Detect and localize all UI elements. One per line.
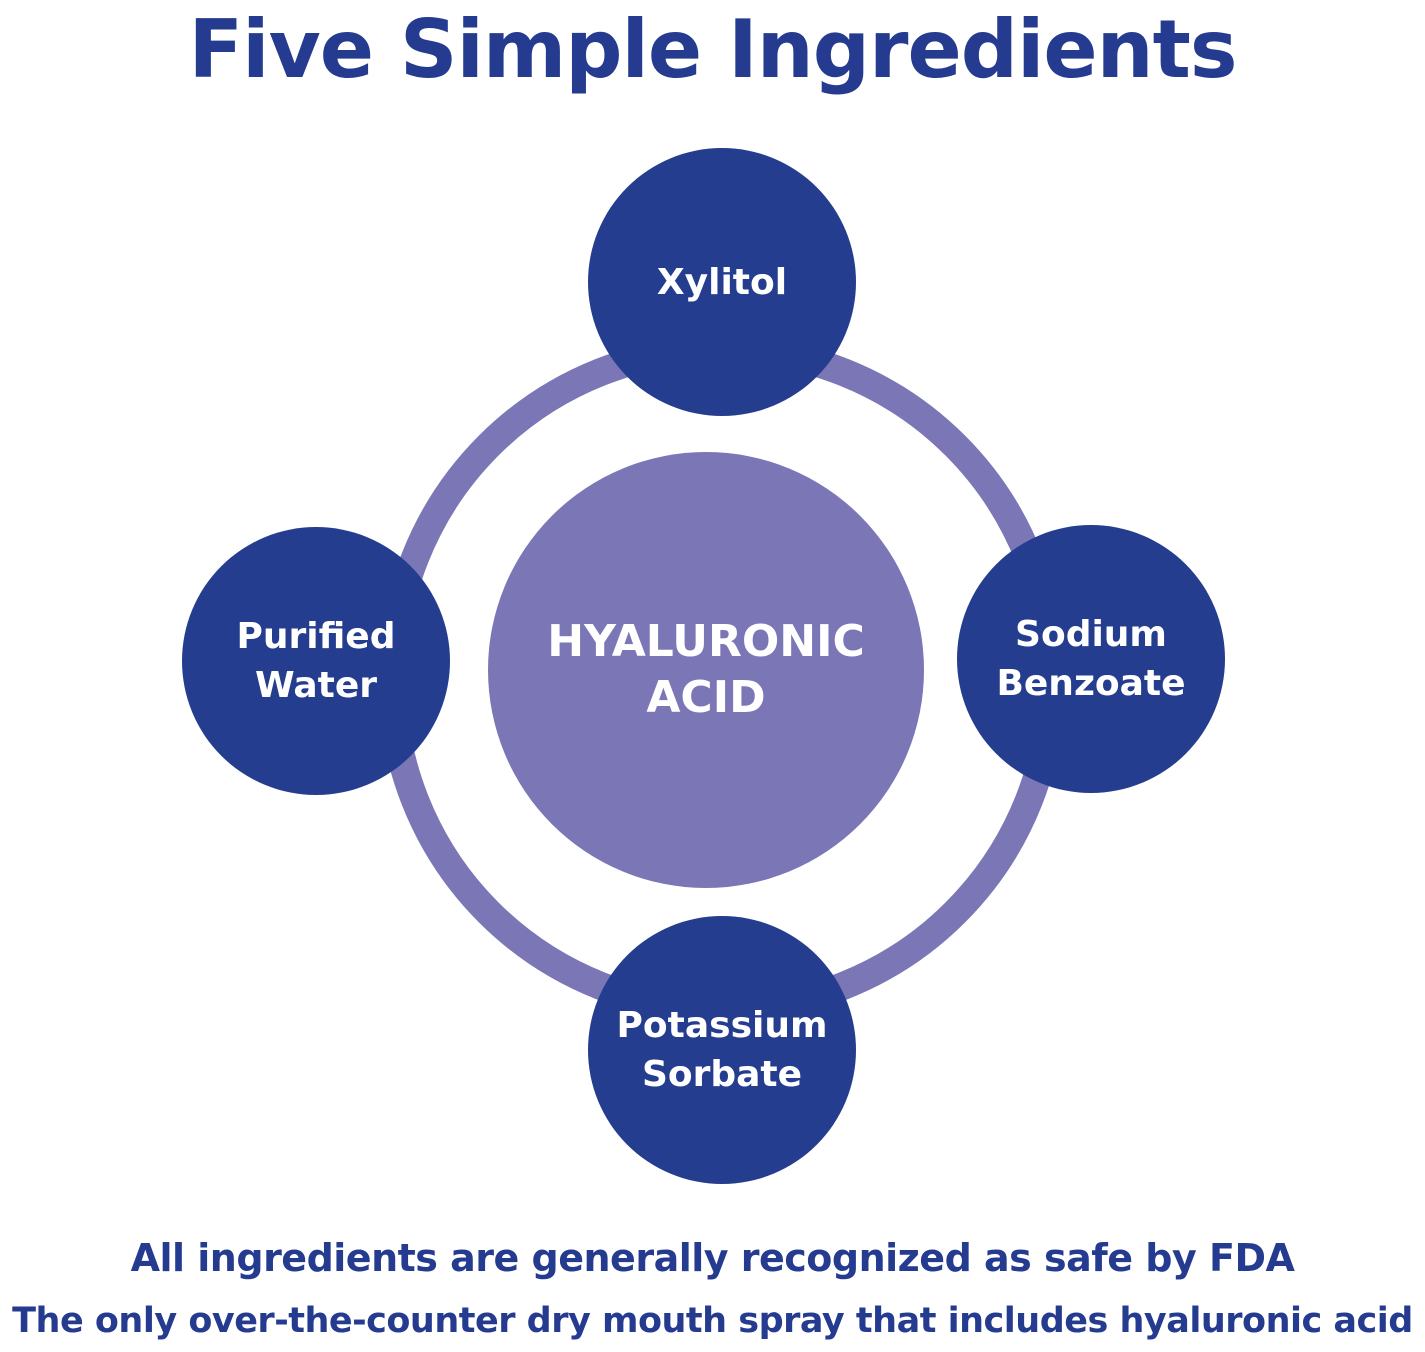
ingredient-node-bottom: Potassium Sorbate: [588, 916, 856, 1184]
center-ingredient-circle: HYALURONIC ACID: [488, 452, 924, 888]
ingredient-label: Xylitol: [656, 261, 788, 303]
footer-safety-statement: All ingredients are generally recognized…: [130, 1236, 1295, 1280]
page-title: Five Simple Ingredients: [188, 3, 1238, 96]
ingredient-label: Sodium Benzoate: [996, 614, 1186, 704]
ingredient-node-right: Sodium Benzoate: [957, 525, 1225, 793]
center-ingredient-label: HYALURONIC ACID: [547, 616, 865, 723]
ingredient-node-top: Xylitol: [588, 148, 856, 416]
ingredient-label: Potassium Sorbate: [616, 1005, 828, 1095]
ingredient-node-left: Purified Water: [182, 527, 450, 795]
ingredient-label: Purified Water: [236, 616, 396, 706]
footer-product-claim: The only over-the-counter dry mouth spra…: [12, 1301, 1413, 1341]
